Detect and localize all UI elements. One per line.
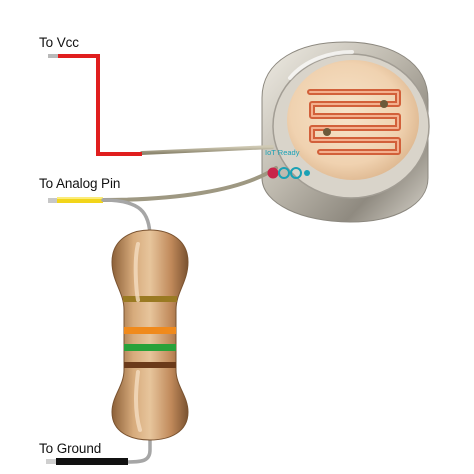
logo-circle-icon-2 [290,167,302,179]
resistor-lead-bottom [126,418,152,464]
ldr-contact-left [323,128,331,136]
ldr-serpentine-track-inner [309,91,399,153]
resistor-band-1 [123,296,177,302]
iot-ready-logo-mark [267,167,310,179]
ldr-contact-right [380,100,388,108]
vcc-wire-tip [48,54,58,58]
logo-raspberry-icon [267,167,279,179]
resistor-band-4 [124,362,176,368]
analog-wire [48,197,103,203]
resistor-highlight [133,242,142,432]
analog-wire-highlight [57,197,103,199]
ground-wire-tip [46,459,56,464]
logo-text: IoT Ready [265,148,300,157]
logo-dot-icon [304,170,310,176]
label-to-ground: To Ground [39,441,102,456]
ground-wire-insulation [56,458,128,465]
resistor-body [111,229,189,441]
analog-wire-insulation [57,197,103,203]
ground-wire [46,458,128,465]
ldr-glass-highlight [288,50,354,80]
label-to-vcc: To Vcc [39,35,79,50]
resistor [111,229,189,441]
iot-ready-logo: IoT Ready [262,147,312,183]
analog-wire-tip [48,198,57,203]
ldr-lead-analog [101,166,278,202]
label-to-analog-pin: To Analog Pin [39,176,121,191]
vcc-wire-insulation [57,54,142,156]
ldr-lead-vcc [140,145,274,155]
logo-circle-icon-1 [278,167,290,179]
ldr-leads [101,145,278,202]
resistor-band-3 [124,344,176,351]
resistor-band-2 [124,327,176,334]
photoresistor [261,41,430,223]
vcc-wire [48,54,142,156]
